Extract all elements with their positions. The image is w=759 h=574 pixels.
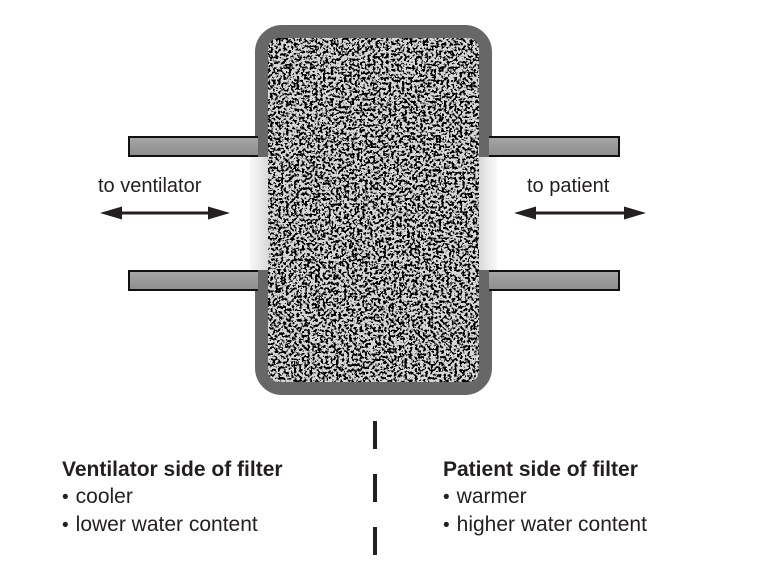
divider-dash — [373, 527, 377, 555]
patient-double-arrow-icon — [514, 206, 646, 220]
filter-canister — [255, 25, 492, 395]
patient-side-title: Patient side of filter — [443, 458, 638, 481]
patient-side-legend: Patient side of filter • warmer • higher… — [443, 456, 647, 539]
patient-bullet-1: warmer — [456, 485, 527, 508]
list-item: • lower water content — [62, 511, 283, 539]
list-item: • higher water content — [443, 511, 647, 539]
patient-port — [479, 157, 497, 270]
divider-dash — [373, 421, 377, 449]
ventilator-double-arrow-icon — [100, 206, 230, 220]
patient-bullet-2: higher water content — [456, 513, 647, 536]
patient-flow-label: to patient — [527, 175, 610, 197]
bullet-icon: • — [443, 515, 450, 536]
ventilator-flow-label: to ventilator — [98, 175, 202, 197]
list-item: • cooler — [62, 483, 283, 511]
ventilator-side-title: Ventilator side of filter — [62, 458, 283, 481]
bullet-icon: • — [62, 515, 69, 536]
dashed-divider — [373, 421, 377, 555]
patient-tube-bottom — [489, 270, 620, 291]
foam-speckle-texture — [268, 38, 479, 382]
divider-dash — [373, 474, 377, 502]
list-item: • warmer — [443, 483, 647, 511]
filter-foam — [268, 38, 479, 382]
bullet-icon: • — [443, 487, 450, 508]
ventilator-tube-top — [128, 136, 258, 157]
ventilator-port — [250, 157, 268, 270]
ventilator-bullet-2: lower water content — [75, 513, 258, 536]
ventilator-tube-bottom — [128, 270, 258, 291]
ventilator-bullet-1: cooler — [75, 485, 133, 508]
bullet-icon: • — [62, 487, 69, 508]
ventilator-side-legend: Ventilator side of filter • cooler • low… — [62, 456, 283, 539]
patient-tube-top — [489, 136, 620, 157]
